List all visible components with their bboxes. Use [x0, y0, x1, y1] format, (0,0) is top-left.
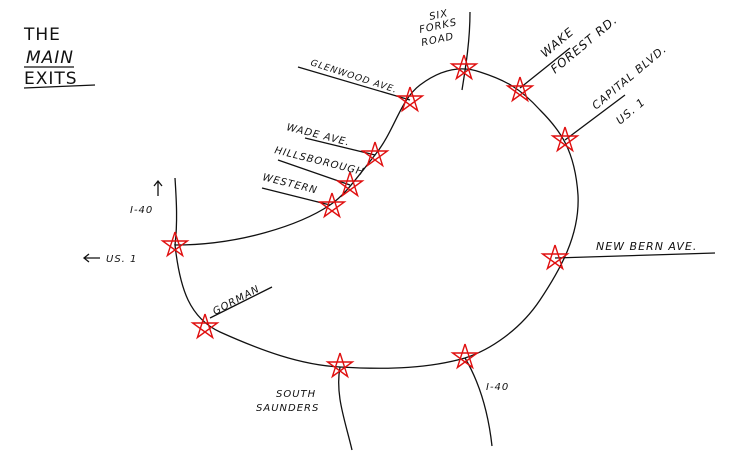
capital-blvd-road	[564, 94, 626, 141]
star-icon-glenwood	[395, 86, 425, 113]
i40-west-road	[174, 177, 178, 246]
label-gorman: GORMAN	[211, 284, 262, 318]
exit-stars	[160, 54, 580, 379]
label-hillsborough: HILLSBOROUGH	[273, 145, 365, 178]
star-icon-western	[317, 192, 347, 219]
label-six-forks: SIX	[428, 8, 449, 23]
beltline-loop	[174, 68, 579, 369]
arrow-up-icon	[153, 179, 163, 187]
label-i40-south: I-40	[486, 382, 509, 393]
six-forks-road	[461, 11, 471, 91]
wake-forest-road	[519, 47, 571, 89]
gorman-road	[209, 286, 273, 319]
new-bern-road	[554, 252, 716, 259]
star-icon-hillsborough	[335, 171, 365, 198]
arrow-left-icon	[82, 253, 100, 263]
title-line-2: MAIN	[26, 48, 74, 68]
star-icon-south-saunders	[325, 352, 355, 379]
label-western: WESTERN	[261, 172, 318, 196]
diagram-title: THE MAIN EXITS	[23, 25, 96, 89]
label-south-saunders: SOUTH	[276, 389, 316, 400]
title-underline	[23, 84, 96, 89]
star-icon-gorman	[190, 313, 220, 340]
star-icon-wake-forest	[505, 76, 535, 103]
label-glenwood: GLENWOOD AVE.	[309, 58, 398, 96]
i40-south-road	[464, 357, 493, 447]
glenwood-road	[297, 66, 411, 101]
title-line-1: THE	[23, 25, 61, 45]
title-line-3: EXITS	[24, 69, 78, 89]
label-new-bern: NEW BERN AVE.	[596, 240, 697, 253]
exit-labels: SIX FORKS ROAD WAKE FOREST RD. CAPITAL B…	[106, 8, 697, 414]
south-saunders-road	[338, 366, 353, 451]
star-icon-new-bern	[540, 244, 570, 271]
star-icon-capital	[550, 126, 580, 153]
label-us1-west: US. 1	[106, 254, 137, 265]
star-icon-i40-south	[450, 343, 480, 370]
star-icon-six-forks	[449, 54, 479, 81]
label-i40-west: I-40	[130, 205, 153, 216]
star-icon-i40-us1	[160, 231, 190, 258]
label-south-saunders: SAUNDERS	[256, 403, 319, 414]
star-icon-wade	[360, 141, 390, 168]
label-capital-blvd: CAPITAL BLVD.	[590, 42, 670, 112]
label-wade: WADE AVE.	[285, 122, 351, 148]
